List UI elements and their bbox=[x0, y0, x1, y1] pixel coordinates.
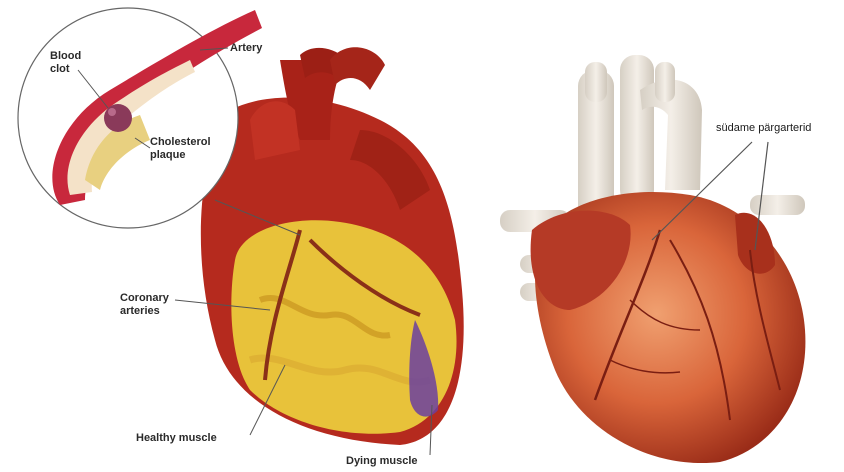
cholesterol-label-line1: Cholesterol bbox=[150, 136, 211, 149]
dying-muscle-label: Dying muscle bbox=[346, 455, 418, 468]
coronary-arteries-label: Coronary arteries bbox=[120, 292, 169, 318]
coronary-arteries-label-et: südame pärgarterid bbox=[716, 122, 811, 134]
realistic-heart-render: südame pärgarterid bbox=[470, 0, 844, 472]
cholesterol-label-line2: plaque bbox=[150, 149, 211, 162]
heart-attack-illustration: Blood clot Artery Cholesterol plaque Cor… bbox=[0, 0, 470, 472]
coronary-label-line1: Coronary bbox=[120, 292, 169, 305]
blood-clot bbox=[104, 104, 132, 132]
blood-clot-label-line1: Blood bbox=[50, 50, 81, 63]
realistic-heart-drawing bbox=[470, 0, 844, 472]
artery-label: Artery bbox=[230, 42, 262, 55]
blood-clot-label: Blood clot bbox=[50, 50, 81, 76]
cholesterol-plaque-label: Cholesterol plaque bbox=[150, 136, 211, 162]
blood-clot-label-line2: clot bbox=[50, 63, 81, 76]
healthy-muscle-label: Healthy muscle bbox=[136, 432, 217, 445]
coronary-label-line2: arteries bbox=[120, 305, 169, 318]
